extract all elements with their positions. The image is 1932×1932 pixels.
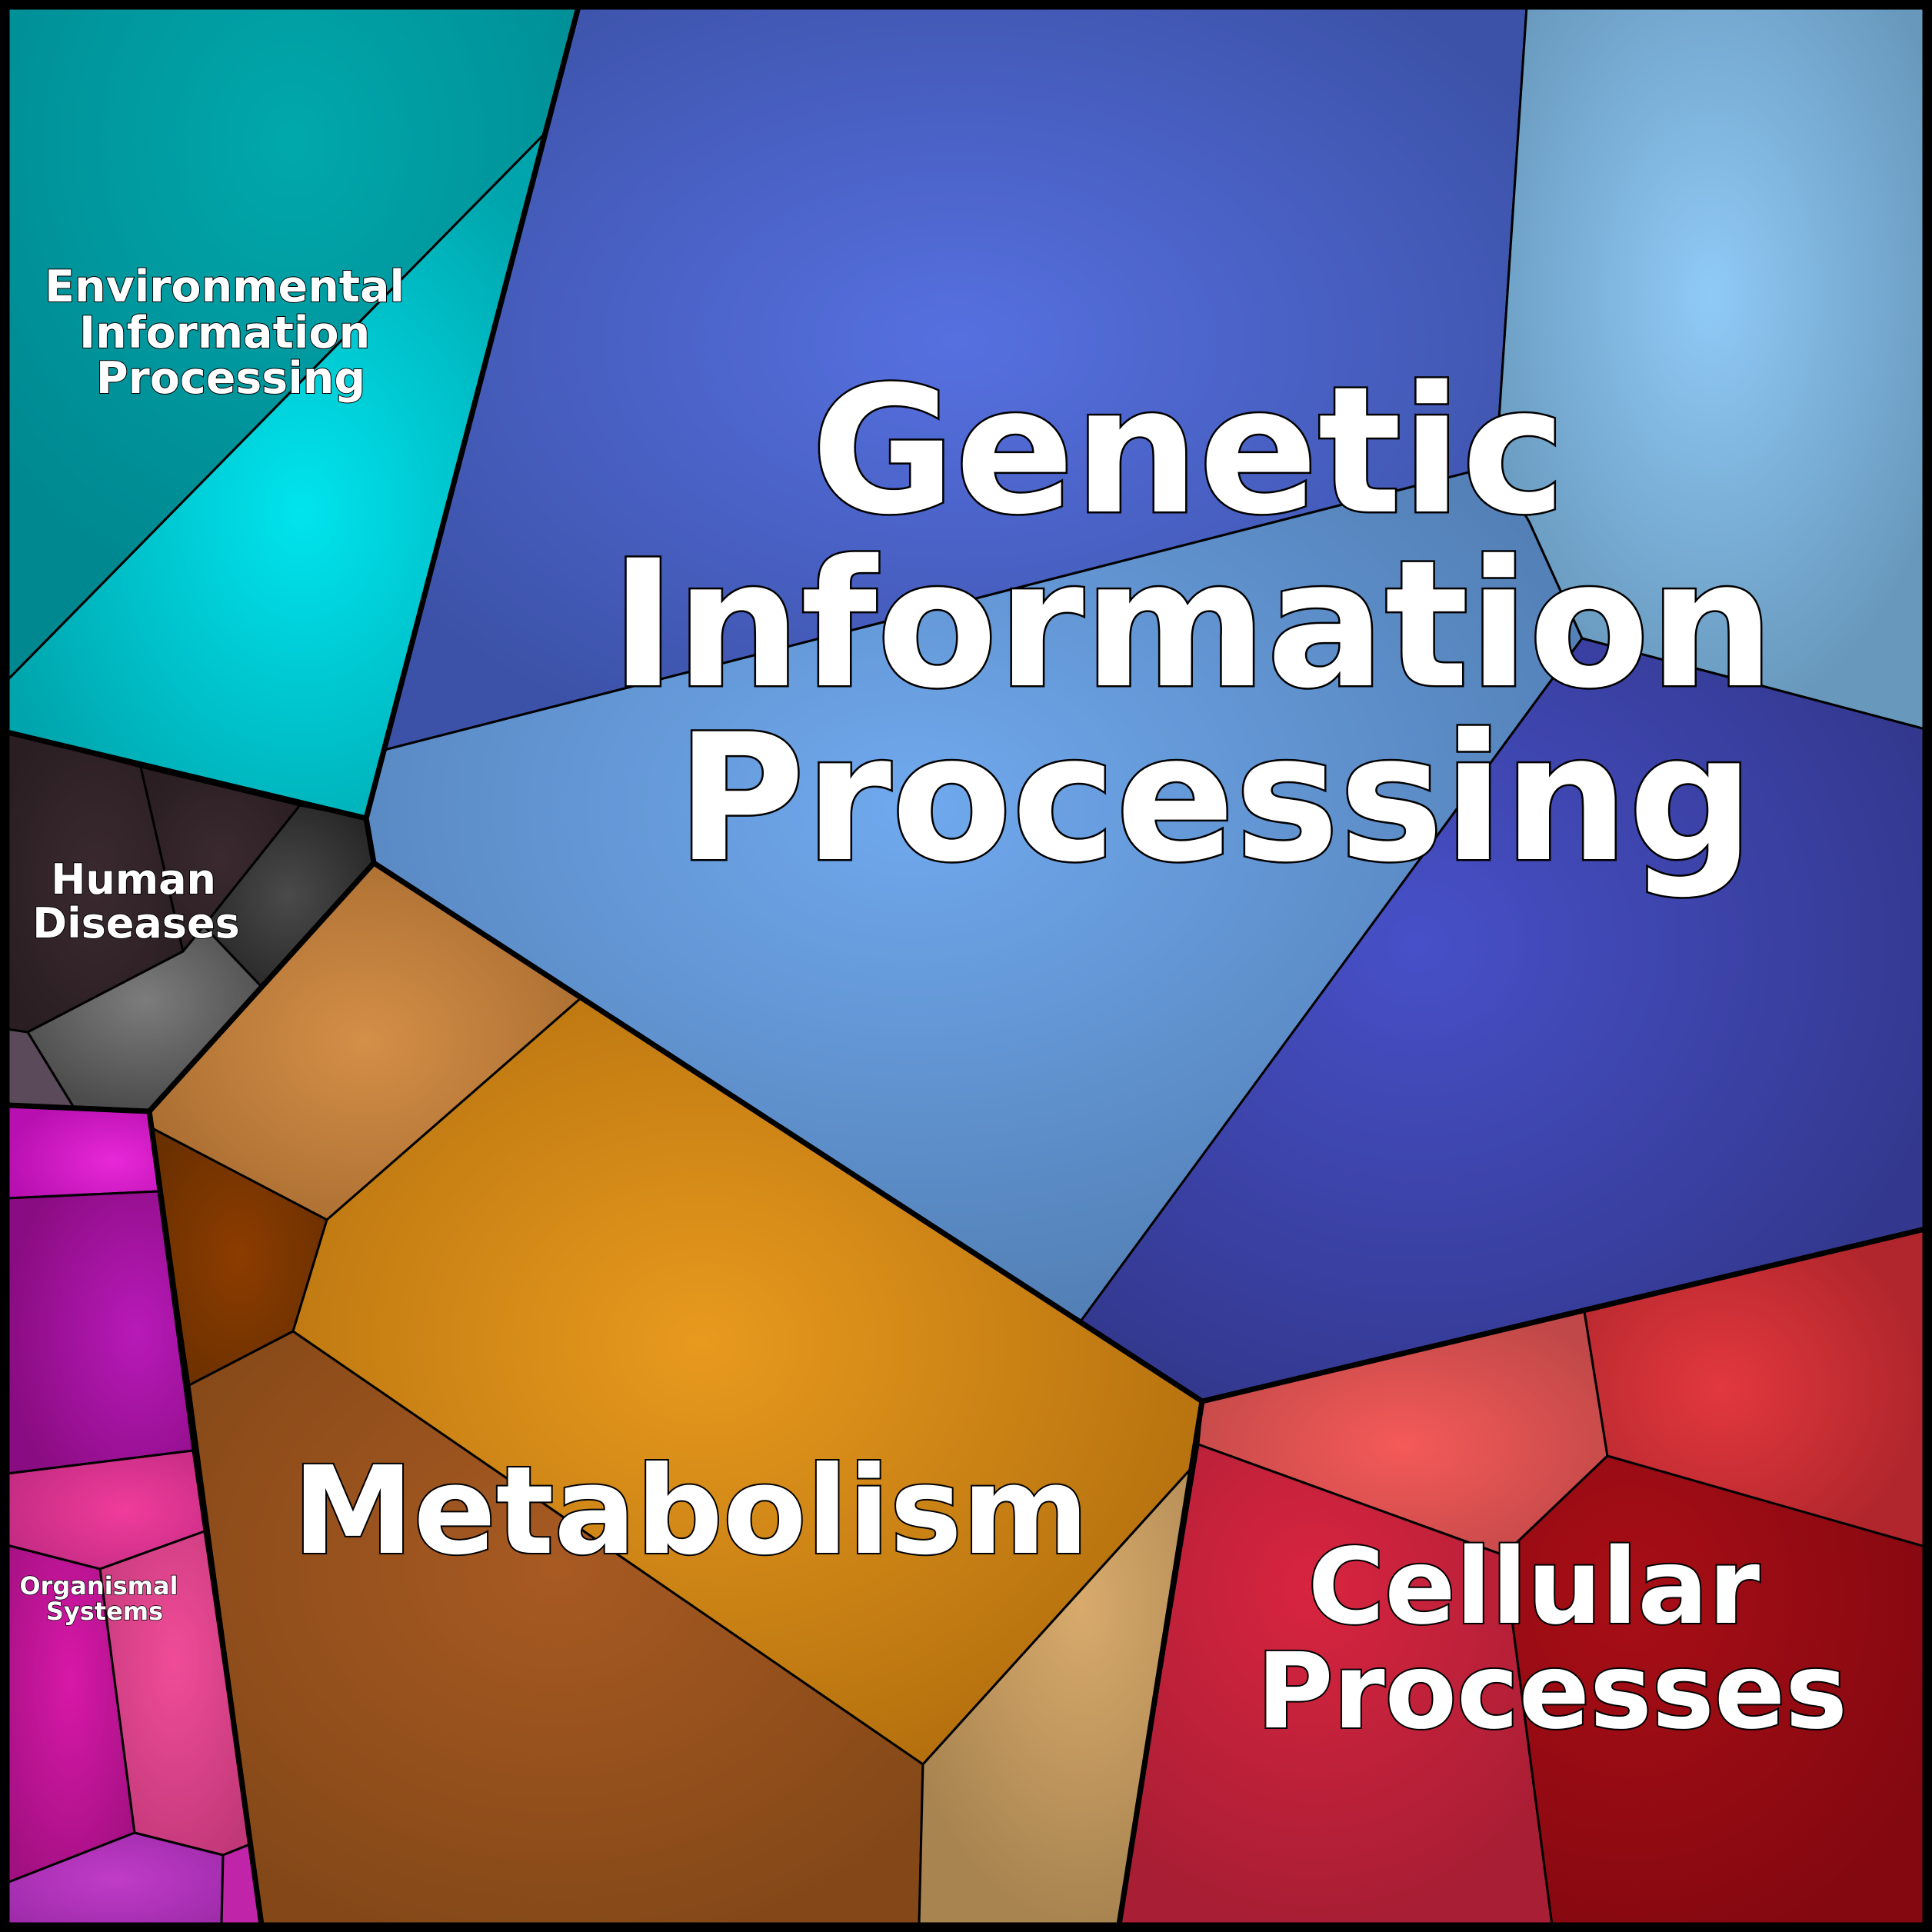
label-genetic-line-3: Processing bbox=[676, 696, 1754, 901]
label-organismal-line-1: Organismal bbox=[19, 1571, 178, 1601]
label-organismal-systems: Organismal Systems bbox=[19, 1571, 186, 1626]
group-cellular-processes bbox=[1116, 1226, 1928, 1928]
label-genetic-information-processing: Genetic Information Processing bbox=[611, 348, 1835, 901]
label-environmental-line-2: Information bbox=[79, 308, 370, 358]
label-environmental-information-processing: Environmental Information Processing bbox=[45, 261, 420, 404]
group-metabolism bbox=[146, 860, 1205, 1928]
label-metabolism: Metabolism bbox=[292, 1441, 1088, 1582]
group-organismal-systems bbox=[4, 1102, 265, 1928]
label-cellular-processes: Cellular Processes bbox=[1257, 1527, 1847, 1753]
label-human-line-2: Diseases bbox=[32, 899, 239, 948]
label-cellular-line-2: Processes bbox=[1257, 1631, 1847, 1753]
label-genetic-line-1: Genetic bbox=[811, 348, 1566, 553]
label-environmental-line-3: Processing bbox=[96, 353, 365, 404]
group-human-diseases bbox=[4, 729, 377, 1114]
label-human-line-1: Human bbox=[51, 855, 216, 904]
label-metabolism-line-1: Metabolism bbox=[292, 1441, 1088, 1582]
label-organismal-line-2: Systems bbox=[46, 1597, 163, 1626]
cell-organismal-1 bbox=[5, 1104, 160, 1200]
label-human-diseases: Human Diseases bbox=[32, 855, 239, 948]
label-environmental-line-1: Environmental bbox=[45, 261, 405, 312]
label-genetic-line-2: Information bbox=[611, 522, 1774, 727]
label-cellular-line-1: Cellular bbox=[1308, 1527, 1760, 1648]
